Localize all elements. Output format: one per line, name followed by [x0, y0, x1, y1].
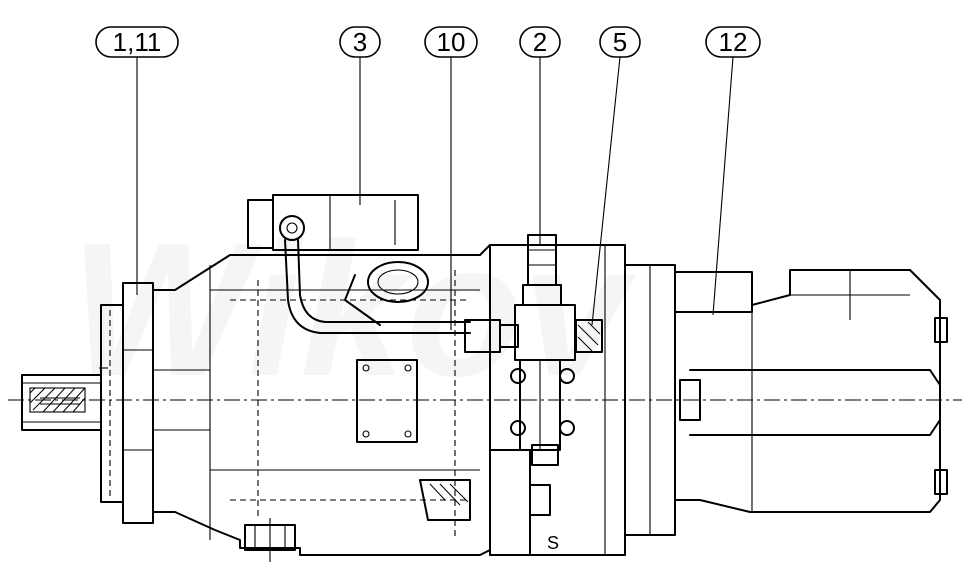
callout-1-11: 1,11 [95, 26, 179, 58]
leader-lines [136, 56, 734, 330]
solenoid-sensor [247, 194, 419, 251]
callout-3-label: 3 [353, 27, 367, 57]
mounting-flange [100, 282, 154, 524]
callout-12-label: 12 [719, 27, 748, 57]
callout-10: 10 [424, 26, 478, 58]
port-marking-s: S [547, 533, 559, 553]
callout-1-11-label: 1,11 [113, 27, 162, 57]
callout-3: 3 [339, 26, 381, 58]
rear-pump-section [624, 264, 948, 536]
drive-shaft [21, 367, 108, 431]
control-pipe [284, 239, 519, 353]
callout-10-label: 10 [437, 27, 466, 57]
callout-5: 5 [599, 26, 641, 58]
pump-housing [152, 244, 491, 562]
callout-2-label: 2 [533, 27, 547, 57]
callout-12: 12 [705, 26, 761, 58]
callout-5-label: 5 [613, 27, 627, 57]
callout-2: 2 [519, 26, 561, 58]
